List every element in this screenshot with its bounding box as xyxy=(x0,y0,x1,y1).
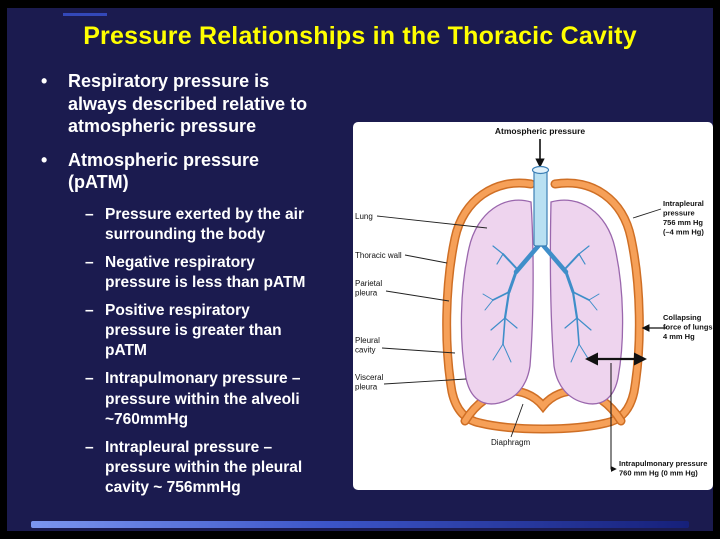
bullet-marker: – xyxy=(85,205,94,223)
thoracic-wall-leader-line xyxy=(404,254,448,264)
bullet-item: – Intrapulmonary pressure – pressure wit… xyxy=(85,369,353,429)
thoracic-wall-label: Thoracic wall xyxy=(355,251,402,260)
bullet-marker: – xyxy=(85,438,94,456)
bullet-marker: • xyxy=(41,149,48,170)
bullet-marker: – xyxy=(85,370,94,388)
pleural-cavity-leader-line xyxy=(381,347,456,354)
bullet-text: Atmospheric pressure (pATM) xyxy=(68,149,260,193)
thoracic-wall-shape xyxy=(442,178,644,434)
bullet-marker: • xyxy=(41,71,48,91)
lung-label: Lung xyxy=(355,212,373,221)
bottom-accent-bar xyxy=(31,521,689,528)
visceral-pleura-leader-line xyxy=(383,378,467,385)
bullet-text: Intrapulmonary pressure – pressure withi… xyxy=(105,370,301,428)
bullet-item: – Pressure exerted by the air surroundin… xyxy=(85,205,353,245)
lung-leader-line xyxy=(376,215,488,229)
bullet-text: Intrapleural pressure – pressure within … xyxy=(105,438,303,497)
bullet-text: Pressure exerted by the air surrounding … xyxy=(105,205,305,243)
bullet-item: – Negative respiratory pressure is less … xyxy=(85,253,353,293)
bullet-item: • Atmospheric pressure (pATM) xyxy=(41,149,353,194)
diagram-panel: Atmospheric pressure xyxy=(353,122,713,490)
bullet-text: Positive respiratory pressure is greater… xyxy=(105,302,282,360)
bronchial-tree xyxy=(482,241,600,363)
slide-title: Pressure Relationships in the Thoracic C… xyxy=(83,22,637,50)
left-lung-shape xyxy=(460,199,534,405)
intrapleural-leader-line xyxy=(632,208,662,219)
bullet-text: Respiratory pressure is always described… xyxy=(68,71,308,136)
slide: Pressure Relationships in the Thoracic C… xyxy=(7,8,713,531)
top-accent-bar xyxy=(63,13,107,16)
bullet-item: – Intrapleural pressure – pressure withi… xyxy=(85,438,353,498)
bullet-item: • Respiratory pressure is always describ… xyxy=(41,70,353,138)
bullet-text: Negative respiratory pressure is less th… xyxy=(105,253,306,291)
bullet-item: – Positive respiratory pressure is great… xyxy=(85,301,353,361)
atmospheric-pressure-label: Atmospheric pressure xyxy=(495,126,585,136)
trachea-shape xyxy=(531,165,550,247)
bullet-list: • Respiratory pressure is always describ… xyxy=(41,70,353,506)
diaphragm-label: Diaphragm xyxy=(491,438,530,447)
bullet-marker: – xyxy=(85,253,94,271)
bullet-marker: – xyxy=(85,302,94,320)
diaphragm-leader-line xyxy=(510,403,524,438)
thoracic-cavity-diagram: Atmospheric pressure xyxy=(355,126,713,478)
parietal-pleura-leader-line xyxy=(385,290,450,302)
right-lung-shape xyxy=(549,199,624,405)
intrapulmonary-leader-line xyxy=(610,363,617,472)
